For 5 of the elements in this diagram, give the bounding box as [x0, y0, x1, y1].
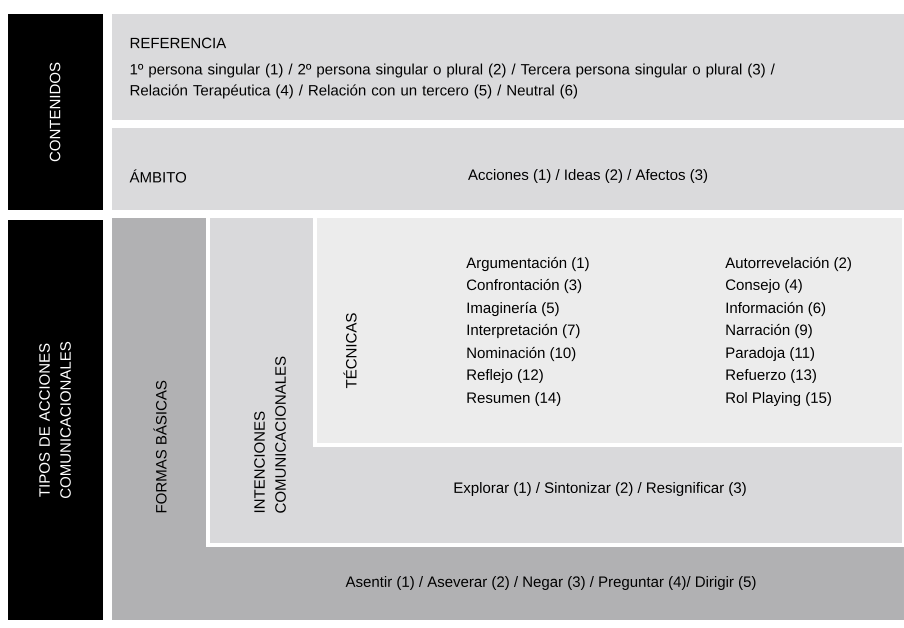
category-bar: CONTENIDOS: [8, 14, 103, 210]
level-panel: TÉCNICAS Argumentación (1) Autorrevelación (2) Confrontación (3) Consejo (4) Imaginería (5) Información (6) Interpretación (7) Narración (9) Nominación (10) Paradoja (11) Reflejo (12) Refuerzo (13) Resumen (14) Rol Playing (15): [313, 214, 904, 447]
category-bar: TIPOS DE ACCIONES COMUNICACIONALES: [8, 220, 103, 620]
category-band: REFERENCIA 1º persona singular (1) / 2º persona singular o plural (2) / Tercera persona singular o plural (3) / Relación Terapéutica (4) / Relación con un tercero (5) / Neutral (6): [112, 14, 904, 120]
category-band: ÁMBITO Acciones (1) / Ideas (2) / Afectos (3): [112, 128, 904, 210]
